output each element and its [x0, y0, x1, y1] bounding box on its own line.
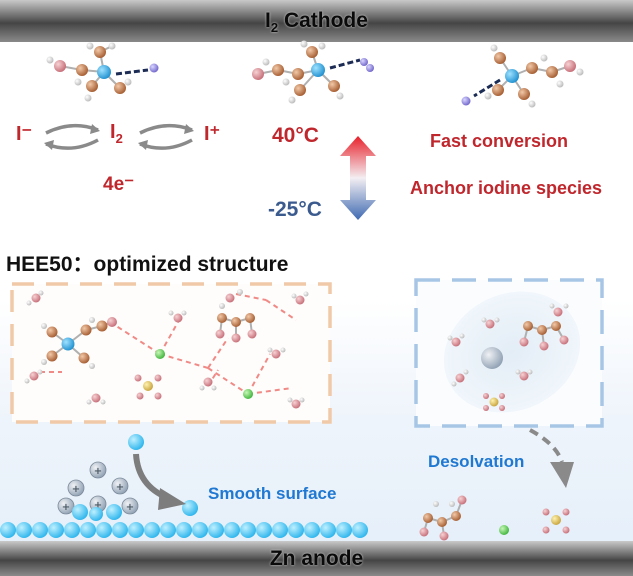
svg-text:+: +: [72, 484, 80, 495]
anode-bar: Zn anode: [0, 541, 633, 576]
iodonium-label: I⁺: [204, 123, 221, 145]
svg-text:+: +: [116, 482, 124, 493]
cathode-label: I2 Cathode: [265, 9, 368, 36]
svg-text:+: +: [94, 466, 102, 477]
desolvation-label: Desolvation: [428, 452, 525, 471]
solvation-molecules: [447, 303, 569, 411]
anode-label: Zn anode: [269, 547, 364, 570]
electrolyte-molecules: [24, 289, 309, 409]
zn-plating-arrow: [133, 453, 186, 510]
iodide-label: I⁻: [16, 123, 33, 145]
temperature-arrow: [340, 136, 376, 220]
desolvation-arrow: [529, 428, 574, 488]
redox-arrows-left: [44, 123, 100, 150]
smooth-surface-label: Smooth surface: [208, 484, 337, 503]
temp-low: -25°C: [268, 198, 322, 221]
svg-text:+: +: [126, 502, 134, 513]
zn-ions: +++ +++: [57, 434, 198, 521]
cathode-bar: I2 Cathode: [0, 0, 633, 42]
svg-text:+: +: [94, 500, 102, 511]
svg-text:+: +: [62, 502, 70, 513]
iodine-label: I2: [110, 121, 123, 146]
electrolyte-title: HEE50：optimized structure: [6, 253, 289, 276]
redox-arrows-right: [138, 123, 194, 150]
molecule-1: [46, 42, 159, 102]
zn-surface: [0, 522, 368, 538]
solvation-shell: [443, 291, 581, 413]
feature-fast-conversion: Fast conversion: [430, 131, 569, 151]
released-species: [419, 495, 570, 541]
molecule-2: [252, 40, 374, 104]
molecule-3: [461, 44, 584, 108]
electrolyte-box: [10, 282, 332, 424]
electron-count: 4e⁻: [103, 174, 135, 195]
temp-high: 40°C: [272, 124, 319, 147]
feature-anchor-iodine: Anchor iodine species: [410, 178, 603, 198]
